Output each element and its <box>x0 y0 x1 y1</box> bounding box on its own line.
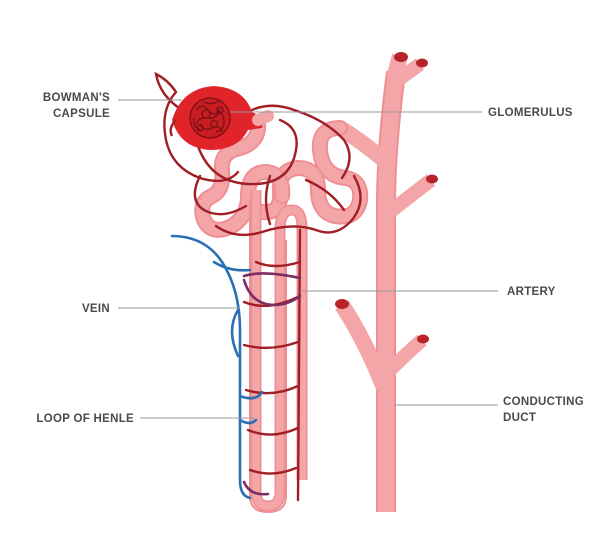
label-loop-of-henle: LOOP OF HENLE <box>36 413 134 425</box>
label-conducting-duct-line1: CONDUCTING <box>503 396 584 408</box>
vein-network <box>170 234 264 500</box>
glomerulus <box>169 97 231 139</box>
mixed-vessels <box>242 272 302 496</box>
label-conducting-duct-line2: DUCT <box>503 412 536 424</box>
label-glomerulus: GLOMERULUS <box>488 107 573 119</box>
label-bowmans-capsule-line2: CAPSULE <box>53 108 110 120</box>
loop-of-henle <box>249 190 308 514</box>
conducting-duct <box>335 52 438 512</box>
leader-lines <box>118 99 498 419</box>
label-vein: VEIN <box>82 303 110 315</box>
capillary-network <box>163 90 362 502</box>
labels: BOWMAN'S CAPSULE GLOMERULUS ARTERY VEIN … <box>36 92 584 425</box>
label-bowmans-capsule-line1: BOWMAN'S <box>43 92 110 104</box>
label-artery: ARTERY <box>507 286 556 298</box>
convoluted-tubules <box>194 114 369 238</box>
